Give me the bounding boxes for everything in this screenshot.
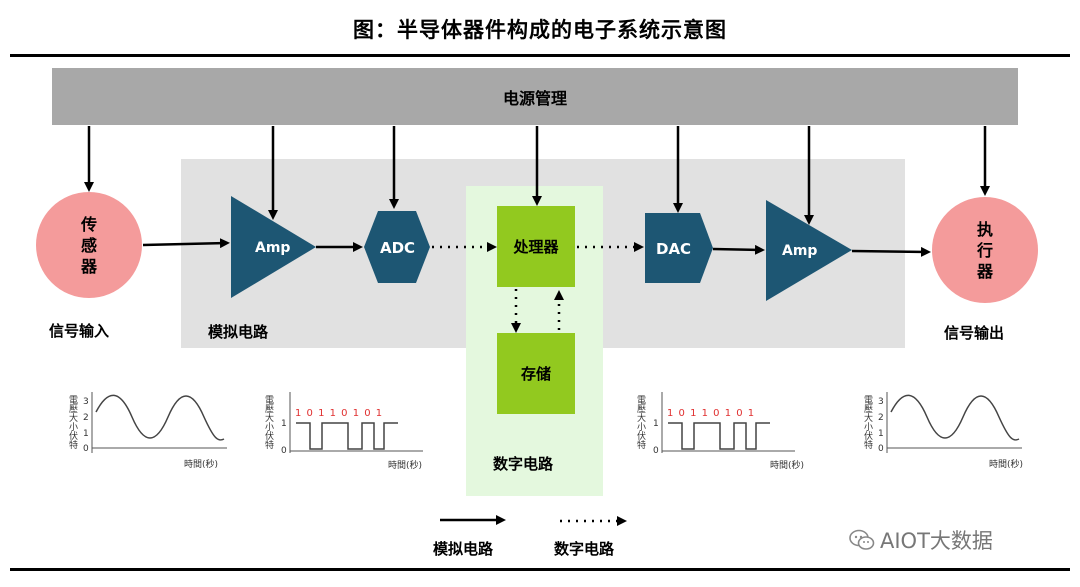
svg-text:電壓大小伏特: 電壓大小伏特 bbox=[67, 395, 78, 449]
amp-in-shape bbox=[231, 196, 316, 298]
amp-out-shape bbox=[766, 200, 852, 301]
svg-text:時間(秒): 時間(秒) bbox=[770, 459, 804, 471]
signal-arrow bbox=[712, 244, 765, 255]
signal-input-label: 信号输入 bbox=[49, 322, 110, 340]
svg-text:0: 0 bbox=[878, 444, 884, 454]
svg-text:1 0 1 1 0 1 0 1: 1 0 1 1 0 1 0 1 bbox=[667, 408, 755, 419]
signal-arrow bbox=[851, 246, 931, 257]
dac-label: DAC bbox=[656, 240, 691, 258]
svg-text:時間(秒): 時間(秒) bbox=[184, 458, 218, 470]
dac-shape bbox=[645, 213, 713, 283]
svg-text:時間(秒): 時間(秒) bbox=[388, 459, 422, 471]
analog-circuit-label: 模拟电路 bbox=[208, 323, 269, 341]
page-title: 图：半导体器件构成的电子系统示意图 bbox=[353, 18, 727, 42]
sensor-label: 传感器 bbox=[80, 214, 97, 276]
adc-label: ADC bbox=[380, 239, 415, 257]
svg-text:0: 0 bbox=[83, 444, 89, 454]
legend-digital-label: 数字电路 bbox=[554, 540, 615, 558]
svg-text:時間(秒): 時間(秒) bbox=[989, 458, 1023, 470]
signal-output-label: 信号输出 bbox=[944, 324, 1005, 342]
svg-text:1: 1 bbox=[281, 419, 287, 429]
actuator-label: 执行器 bbox=[976, 219, 993, 281]
svg-text:2: 2 bbox=[878, 413, 884, 423]
power-management-bar: 电源管理 bbox=[52, 68, 1018, 125]
bottom-rule bbox=[10, 568, 1070, 571]
signal-arrow bbox=[142, 238, 230, 249]
svg-text:3: 3 bbox=[878, 397, 884, 407]
svg-text:0: 0 bbox=[653, 446, 659, 456]
svg-text:電壓大小伏特: 電壓大小伏特 bbox=[635, 395, 646, 449]
amp-in-label: Amp bbox=[255, 240, 290, 256]
svg-text:1: 1 bbox=[83, 429, 89, 439]
svg-text:電壓大小伏特: 電壓大小伏特 bbox=[263, 395, 274, 449]
svg-text:3: 3 bbox=[83, 397, 89, 407]
amp-out-label: Amp bbox=[782, 243, 817, 259]
svg-text:0: 0 bbox=[281, 446, 287, 456]
watermark: AIOT大数据 bbox=[848, 525, 993, 555]
svg-text:1: 1 bbox=[653, 419, 659, 429]
digital-circuit-label: 数字电路 bbox=[493, 455, 554, 473]
watermark-text: AIOT大数据 bbox=[880, 529, 993, 553]
legend-analog-label: 模拟电路 bbox=[433, 540, 494, 558]
analog-waveform-right: 電壓大小伏特 3 2 1 0 時間(秒) bbox=[862, 392, 1023, 470]
svg-text:1 0 1 1 0 1 0 1: 1 0 1 1 0 1 0 1 bbox=[295, 408, 383, 419]
memory-block: 存储 bbox=[497, 333, 575, 414]
sensor-circle: 传感器 bbox=[36, 192, 142, 298]
actuator-circle: 执行器 bbox=[932, 197, 1038, 303]
svg-text:電壓大小伏特: 電壓大小伏特 bbox=[862, 395, 873, 449]
wechat-icon bbox=[849, 529, 875, 550]
analog-waveform-left: 電壓大小伏特 3 2 1 0 時間(秒) bbox=[67, 392, 227, 470]
digital-waveform-right: 電壓大小伏特 1 0 1 1 0 1 0 1 1 0 時間(秒) bbox=[635, 392, 804, 471]
processor-block: 处理器 bbox=[497, 206, 575, 287]
top-rule bbox=[10, 54, 1070, 57]
adc-shape bbox=[364, 211, 430, 283]
svg-text:2: 2 bbox=[83, 413, 89, 423]
digital-waveform-left: 電壓大小伏特 1 0 1 1 0 1 0 1 1 0 時間(秒) bbox=[263, 392, 423, 471]
svg-text:1: 1 bbox=[878, 429, 884, 439]
